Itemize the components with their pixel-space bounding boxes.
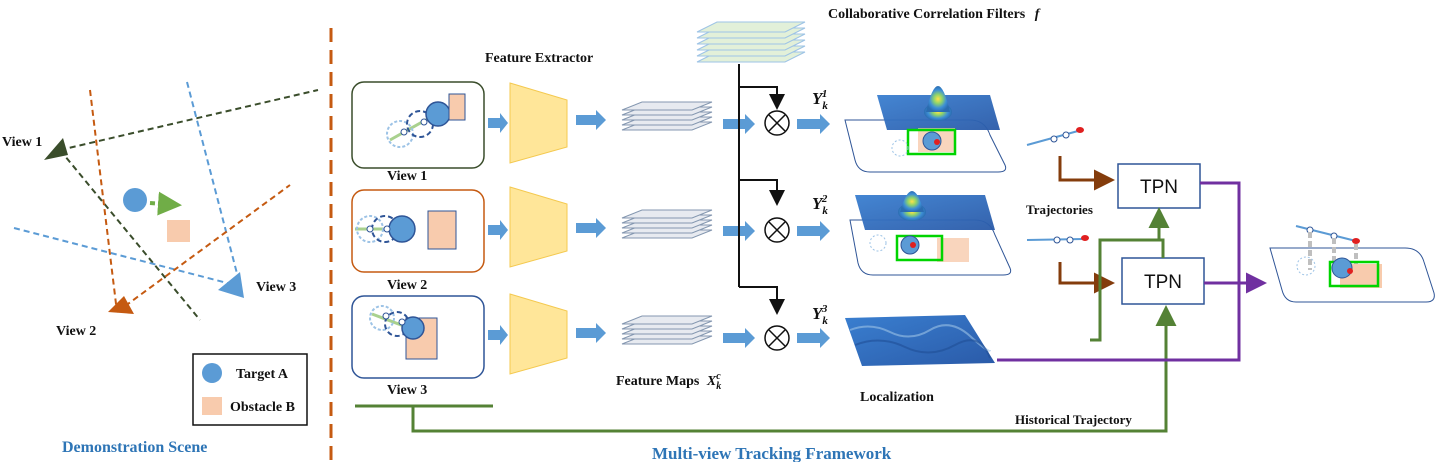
view3-camera-icon [218,272,244,298]
frame-view1-label: View 1 [387,169,427,184]
feature-extractor-2 [509,186,568,268]
legend-target-label: Target A [236,367,289,382]
scene-view3-label: View 3 [256,280,296,295]
localization-label: Localization [860,390,934,405]
legend-obstacle-label: Obstacle B [230,400,295,415]
correlation-operators [764,110,790,351]
response-map-1 [844,86,1007,173]
feature-extractor-label: Feature Extractor [485,51,593,66]
tpn-block-2: TPN [1121,257,1205,305]
filter-lines [738,64,785,315]
feature-extractor-3 [509,293,568,375]
tpn-label-1: TPN [1140,177,1178,198]
tracking-framework: View 1 View 2 View 3 Feature Extractor [351,7,1435,462]
feature-extractor-1 [509,82,568,164]
output-panel [1269,225,1435,303]
framework-title: Multi-view Tracking Framework [652,444,892,462]
correlation-filters-label: Collaborative Correlation Filters f [828,7,1041,22]
flow-arrows [488,110,830,348]
feature-map-stack-1 [621,101,713,131]
scene-view2-label: View 2 [56,324,96,339]
legend-obstacle-icon [202,397,222,415]
correlation-filter-stack [696,21,806,63]
scene-legend: Target A Obstacle B [192,353,308,426]
tpn-label-2: TPN [1144,272,1182,293]
scene-view1-label: View 1 [2,135,42,150]
demonstration-scene: View 1 View 2 View 3 Target A Obstacle B… [2,81,319,456]
tpn-block-1: TPN [1117,163,1201,209]
response-map-2 [849,191,1012,276]
obstacle-b-icon [167,220,190,242]
trajectories-label: Trajectories [1026,202,1093,217]
response-map-3 [845,315,995,366]
view2-frame: View 2 [351,189,485,293]
frame-view3-label: View 3 [387,383,427,398]
view3-frame: View 3 [351,295,485,398]
view1-frame: View 1 [351,81,485,184]
feature-map-stack-2 [621,209,713,239]
response-label-2: Yk2 [812,193,828,217]
scene-title: Demonstration Scene [62,439,207,456]
target-a-icon [123,188,147,212]
trajectory-snippet-1 [1026,127,1084,146]
response-label-3: Yk3 [812,303,828,327]
trajectory-snippet-2 [1026,235,1089,244]
historical-trajectory-label: Historical Trajectory [1015,412,1132,427]
feature-map-stack-3 [621,315,713,345]
view1-camera-icon [44,138,68,160]
legend-target-icon [202,363,222,383]
response-label-1: Yk1 [812,88,828,112]
feature-maps-label: Feature Maps Xkc [616,371,721,392]
view2-camera-icon [108,296,134,314]
frame-view2-label: View 2 [387,278,427,293]
